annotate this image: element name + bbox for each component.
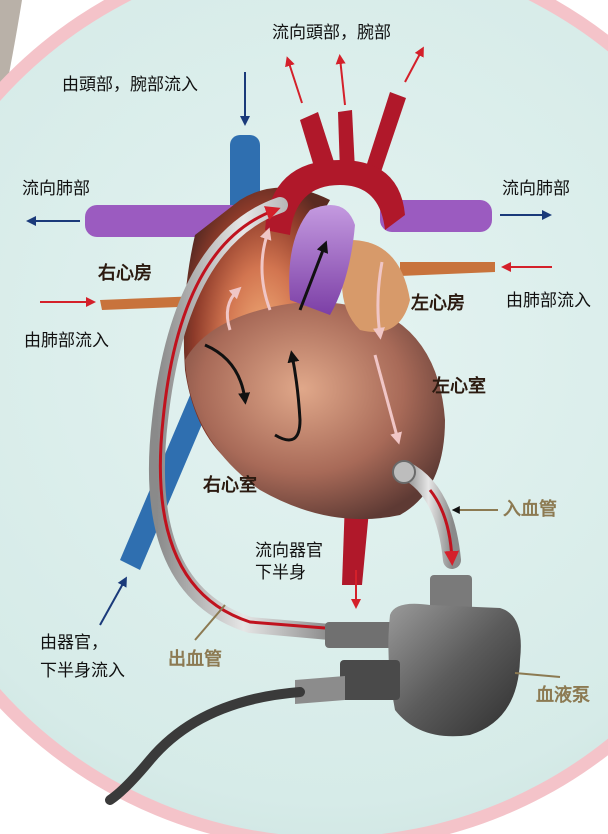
pump-base — [340, 660, 400, 700]
label-right-atrium: 右心房 — [98, 262, 152, 285]
inflow-cannula-ring — [393, 461, 415, 483]
label-to-lung-left: 流向肺部 — [22, 178, 90, 200]
label-from-organs-lower-2: 下半身流入 — [40, 660, 125, 682]
label-from-organs-lower-1: 由器官， — [40, 632, 108, 654]
pump-outlet-neck — [325, 622, 395, 648]
label-outflow-tube: 出血管 — [168, 648, 222, 671]
label-inflow-tube: 入血管 — [503, 498, 557, 521]
label-to-head-arm: 流向頭部，腕部 — [272, 22, 391, 44]
label-left-ventricle: 左心室 — [432, 375, 486, 398]
label-to-organs-lower-2: 下半身 — [255, 562, 306, 584]
label-from-lung-left: 由肺部流入 — [24, 330, 109, 352]
label-from-lung-right: 由肺部流入 — [506, 290, 591, 312]
label-blood-pump: 血液泵 — [536, 684, 590, 707]
label-from-head-arm: 由頭部，腕部流入 — [62, 74, 198, 96]
label-left-atrium: 左心房 — [411, 292, 465, 315]
label-right-ventricle: 右心室 — [203, 474, 257, 497]
label-to-lung-right: 流向肺部 — [502, 178, 570, 200]
label-to-organs-lower-1: 流向器官 — [255, 540, 323, 562]
